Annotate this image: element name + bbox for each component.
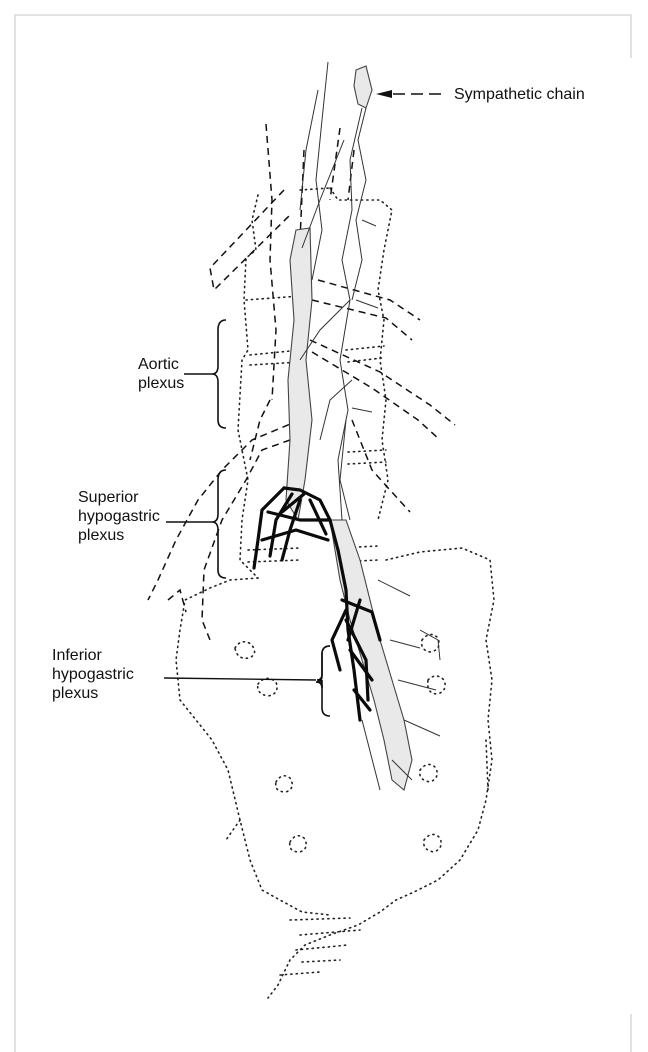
superior-hypogastric-brace — [212, 470, 226, 578]
sympathetic-chain — [286, 66, 412, 790]
label-aortic-plexus: Aortic plexus — [138, 355, 184, 393]
label-inferior-hypogastric-plexus: Inferior hypogastric plexus — [52, 646, 134, 703]
label-superior-hypogastric-plexus: Superior hypogastric plexus — [78, 488, 160, 545]
label-sympathetic-chain: Sympathetic chain — [454, 85, 585, 104]
aortic-plexus-brace — [212, 320, 226, 428]
sacrum-outline — [176, 548, 494, 998]
superior-hypogastric-plexus — [254, 488, 338, 568]
sympathetic-chain-arrow — [376, 90, 392, 98]
inferior-hypogastric-brace — [317, 646, 330, 716]
